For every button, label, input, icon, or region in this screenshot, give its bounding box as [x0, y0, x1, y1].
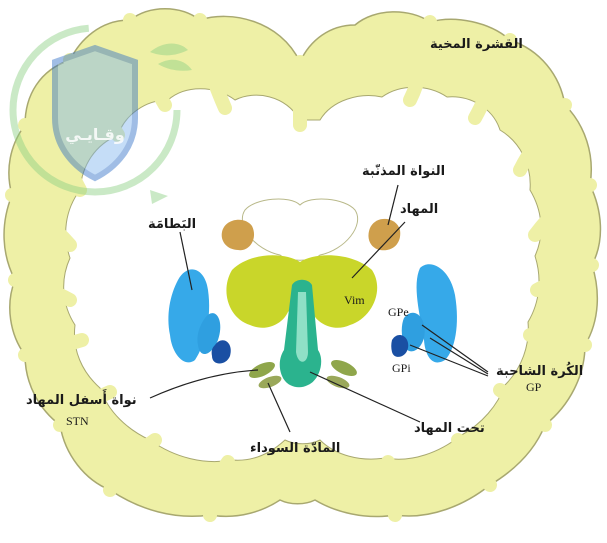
lateral-ventricles: [242, 198, 358, 261]
leader-gp-2: [429, 337, 489, 375]
stn-right: [331, 359, 357, 377]
leader-thalamus: [351, 221, 406, 279]
label-stn-arabic: نواة أَسفل المهاد: [26, 388, 137, 408]
leader-putamen: [179, 231, 193, 291]
sulcus: [8, 273, 77, 307]
label-hypothalamus: تحت المهاد: [414, 421, 485, 436]
sulcus: [53, 385, 117, 432]
cortical-sulci: [5, 13, 599, 522]
sulcus: [18, 118, 87, 197]
sulcus: [530, 258, 599, 297]
sulcus: [18, 333, 89, 362]
sulcus: [403, 15, 437, 107]
label-substantia-nigra: المادّة السوداء: [250, 441, 340, 456]
stn-left: [249, 361, 275, 379]
label-putamen: البَطامَة: [148, 217, 196, 232]
gpi-right: [391, 334, 409, 357]
leader-caudate: [387, 184, 399, 226]
label-gpe: GPe: [388, 305, 409, 319]
sulcus: [203, 455, 235, 522]
watermark-text: وقـايـي: [65, 125, 125, 145]
third-ventricle: [296, 292, 308, 362]
sulcus: [528, 178, 597, 242]
leader-gp-3: [409, 344, 489, 377]
substantia-nigra-left: [258, 375, 282, 389]
sulcus: [103, 433, 162, 497]
leader-substantia-nigra: [267, 382, 291, 433]
sulcus: [5, 188, 77, 252]
sulcus: [451, 433, 497, 492]
label-gp: GP: [526, 380, 542, 394]
sulcus: [381, 455, 402, 522]
leader-stn: [149, 369, 259, 399]
gpi-left: [211, 340, 231, 364]
caudate-right: [368, 218, 401, 251]
label-stn: STN: [66, 414, 89, 428]
label-thalamus: المهاد: [400, 202, 438, 217]
label-caudate: النواة المذنّبة: [362, 164, 445, 179]
caudate-left: [221, 219, 255, 251]
sulcus: [523, 328, 592, 352]
sulcus: [63, 53, 125, 142]
sulcus: [468, 33, 517, 125]
sulcus: [123, 13, 172, 112]
label-vim: Vim: [344, 293, 365, 307]
shield-logo-icon: [9, 24, 192, 204]
sulcus: [193, 13, 232, 115]
label-cortex: القشرة المخية: [430, 37, 523, 52]
label-gpi: GPi: [392, 361, 411, 375]
gpe-left: [197, 313, 221, 355]
sulcus: [513, 98, 572, 177]
sulcus: [493, 383, 552, 432]
putamen-right: [416, 264, 457, 363]
leader-hypothalamus: [309, 371, 421, 423]
leader-gp-1: [421, 324, 489, 373]
label-globus-pallidus: الكُرة الشاحبة: [496, 361, 583, 379]
substantia-nigra-right: [326, 375, 350, 389]
